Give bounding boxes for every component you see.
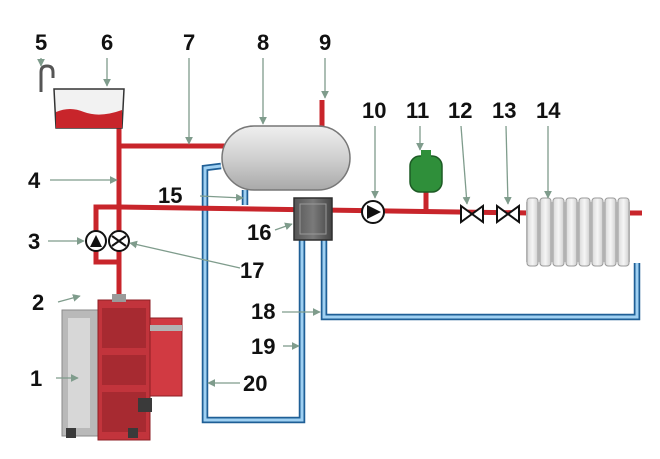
return-pipes	[201, 162, 641, 424]
label-12: 12	[448, 98, 472, 123]
label-3: 3	[28, 229, 40, 254]
valve-13	[496, 204, 520, 224]
storage-tank	[221, 125, 351, 191]
label-15: 15	[158, 183, 182, 208]
label-17: 17	[240, 258, 264, 283]
radiator-section	[604, 197, 617, 267]
radiator-section	[591, 197, 604, 267]
label-7: 7	[183, 30, 195, 55]
radiator-section	[565, 197, 578, 267]
radiator	[526, 197, 630, 267]
label-8: 8	[257, 30, 269, 55]
label-4: 4	[28, 168, 41, 193]
label-5: 5	[35, 30, 47, 55]
open-expansion-tank	[39, 64, 125, 129]
label-18: 18	[251, 299, 275, 324]
label-13: 13	[492, 98, 516, 123]
radiator-section	[552, 197, 565, 267]
radiator-section	[539, 197, 552, 267]
radiator-section	[526, 197, 539, 267]
leader-lines	[37, 58, 552, 387]
pump-10	[361, 200, 385, 224]
expansion-vessel	[409, 150, 443, 193]
number-labels: 1 2 3 4 5 6 7 8 9 10 11 12 13 14 15 16 1…	[28, 30, 561, 396]
valve-17	[108, 230, 130, 252]
label-10: 10	[362, 98, 386, 123]
heat-exchanger	[293, 197, 333, 241]
valve-12	[460, 204, 484, 224]
label-20: 20	[243, 371, 267, 396]
radiator-section	[578, 197, 591, 267]
label-19: 19	[251, 334, 275, 359]
label-1: 1	[30, 366, 42, 391]
label-2: 2	[32, 290, 44, 315]
boiler	[61, 294, 183, 441]
label-6: 6	[101, 30, 113, 55]
label-14: 14	[536, 98, 561, 123]
overflow-pipe	[39, 64, 55, 92]
radiator-section	[617, 197, 630, 267]
label-16: 16	[247, 220, 271, 245]
label-9: 9	[319, 30, 331, 55]
label-11: 11	[406, 98, 429, 123]
pump-3	[85, 230, 107, 252]
